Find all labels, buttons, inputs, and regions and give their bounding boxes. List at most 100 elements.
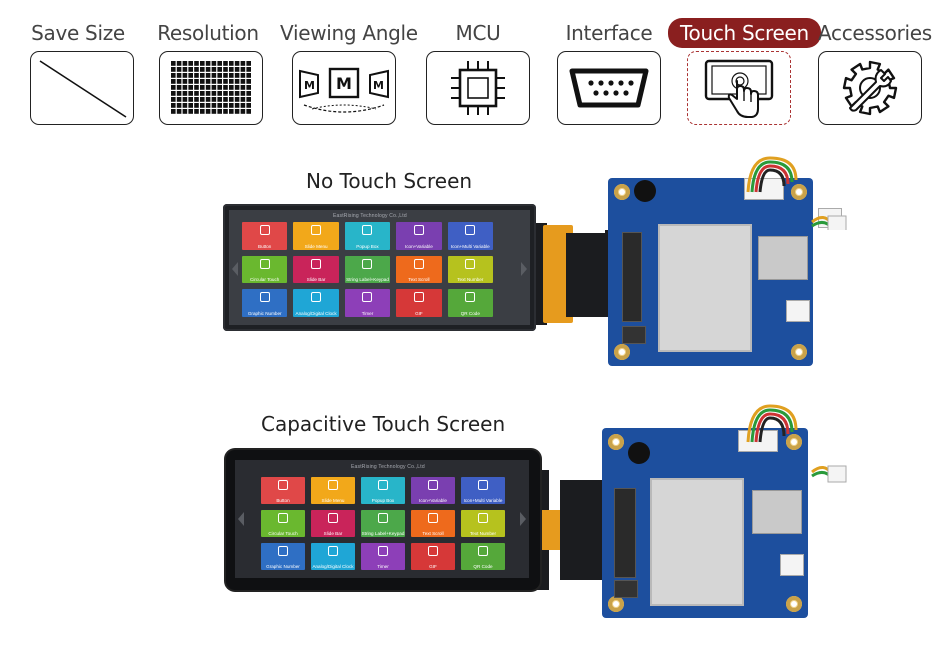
app-tile[interactable]: Slide Bar — [311, 510, 355, 537]
app-tile-icon — [311, 258, 322, 269]
app-tile-label: Icon+Variable — [404, 243, 433, 249]
app-tile[interactable]: Graphic Number — [261, 543, 305, 570]
left-arrow-icon — [238, 512, 244, 526]
right-arrow-icon — [520, 512, 526, 526]
chip-icon — [622, 326, 646, 344]
app-tile[interactable]: Icon+Variable — [396, 222, 442, 250]
app-tile[interactable]: Slide Bar — [293, 255, 339, 284]
app-tile[interactable]: Text Scroll — [411, 510, 455, 537]
tab-label: Resolution — [157, 21, 259, 45]
app-tile[interactable]: Timer — [344, 289, 391, 317]
app-tile[interactable]: String Label+Keypad — [344, 255, 391, 284]
mount-hole-icon — [614, 344, 630, 360]
app-tile[interactable]: Slide Menu — [311, 477, 355, 504]
app-tile[interactable]: QR Code — [461, 543, 505, 570]
tab-label: Interface — [565, 21, 653, 45]
viewing-angle-icon: M M M — [292, 51, 396, 125]
mcu-shield-icon — [650, 478, 744, 606]
app-tile-label: Slide Bar — [306, 277, 326, 283]
app-tile-icon — [259, 225, 270, 235]
app-tile[interactable]: Icon+Multi Variable — [447, 222, 493, 250]
app-tile[interactable]: Popup Box — [361, 477, 405, 504]
app-tile[interactable]: Text Scroll — [396, 255, 442, 284]
app-tile-icon — [413, 225, 424, 235]
app-tile[interactable]: Popup Box — [344, 222, 391, 250]
section-title-no-touch: No Touch Screen — [306, 169, 473, 193]
controller-board — [608, 178, 842, 366]
app-tile-label: Text Scroll — [422, 531, 444, 536]
app-tile[interactable]: QR Code — [447, 289, 493, 317]
section-title-capacitive: Capacitive Touch Screen — [261, 412, 506, 436]
tab-label: Touch Screen — [668, 18, 821, 48]
app-tile-label: Analog/Digital Clock — [312, 564, 354, 569]
app-tile-label: Timer — [377, 564, 389, 569]
mount-hole-icon — [791, 344, 807, 360]
app-tile-icon — [362, 225, 373, 235]
app-tile-label: Slide Bar — [323, 531, 343, 536]
app-tile[interactable]: Slide Menu — [293, 222, 339, 250]
svg-text:M: M — [373, 79, 384, 92]
app-tile[interactable]: Circular Touch — [261, 510, 305, 537]
app-tile[interactable]: Graphic Number — [242, 289, 288, 317]
app-tile-icon — [328, 513, 338, 523]
app-tile[interactable]: Analog/Digital Clock — [311, 543, 355, 570]
touch-fpc-icon — [538, 510, 562, 550]
app-tile-label: Circular Touch — [250, 277, 280, 283]
diagonal-line-icon — [30, 51, 134, 125]
app-tile-label: Graphic Number — [247, 310, 282, 316]
panel-brand-text: EastRising Technology Co.,Ltd — [351, 464, 425, 470]
mount-hole-icon — [786, 596, 802, 612]
app-tile-icon — [465, 258, 476, 269]
app-tile[interactable]: Timer — [361, 543, 405, 570]
app-tile-label: Slide Menu — [304, 243, 328, 249]
app-tile[interactable]: Icon+Variable — [411, 477, 455, 504]
app-tile-icon — [278, 513, 288, 523]
app-tile-icon — [465, 292, 476, 303]
app-tile-label: Icon+Variable — [419, 498, 447, 503]
svg-text:M: M — [304, 79, 315, 92]
mount-hole-icon — [608, 434, 624, 450]
serial-port-icon — [557, 51, 661, 125]
app-tile[interactable]: GIF — [396, 289, 442, 317]
app-tile[interactable]: String Label+Keypad — [361, 510, 405, 537]
pixel-grid-icon — [159, 51, 263, 125]
app-tile-icon — [328, 546, 338, 556]
app-tile[interactable]: Text Number — [447, 255, 493, 284]
app-tile-label: Text Number — [457, 277, 484, 283]
mount-hole-icon — [791, 184, 807, 200]
tab-label: MCU — [455, 21, 501, 45]
app-tile-icon — [465, 225, 476, 235]
mount-hole-icon — [786, 434, 802, 450]
app-grid: Button Slide Menu Popup Box Icon+Variable Ic… — [242, 222, 493, 317]
app-tile-label: GIF — [429, 564, 437, 569]
app-tile[interactable]: Button — [261, 477, 305, 504]
app-tile-label: String Label+Keypad — [361, 531, 405, 536]
fpc-cable — [566, 233, 610, 317]
app-tile[interactable]: Button — [242, 222, 288, 250]
app-tile-label: Graphic Number — [266, 564, 300, 569]
app-tile-icon — [378, 546, 388, 556]
app-tile-label: Icon+Multi Variable — [463, 498, 503, 503]
app-tile-icon — [259, 292, 270, 303]
fpc-connector-icon — [622, 232, 642, 322]
app-tile[interactable]: Analog/Digital Clock — [293, 289, 339, 317]
app-tile-icon — [378, 480, 388, 490]
app-tile[interactable]: Circular Touch — [242, 255, 288, 284]
app-tile-label: Button — [258, 243, 272, 249]
left-arrow-icon — [232, 262, 238, 276]
app-tile-icon — [478, 480, 488, 490]
gear-wrench-icon — [818, 51, 922, 125]
app-tile[interactable]: Icon+Multi Variable — [461, 477, 505, 504]
app-tile-label: Popup Box — [356, 243, 379, 249]
app-tile-label: Button — [276, 498, 290, 503]
app-tile-icon — [428, 480, 438, 490]
app-tile-label: String Label+Keypad — [346, 277, 389, 283]
app-tile[interactable]: Text Number — [461, 510, 505, 537]
app-tile[interactable]: GIF — [411, 543, 455, 570]
chip-icon — [614, 580, 638, 598]
app-tile-label: Popup Box — [371, 498, 395, 503]
app-tile-icon — [278, 546, 288, 556]
app-tile-label: QR Code — [473, 564, 493, 569]
